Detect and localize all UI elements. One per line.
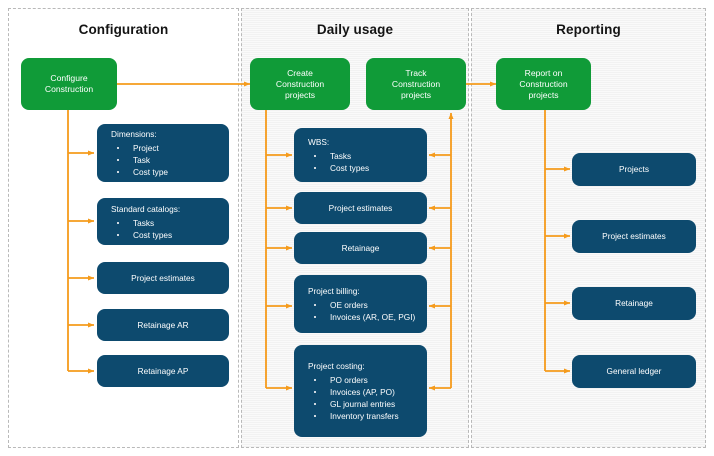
column-title-reporting: Reporting <box>556 22 621 37</box>
bullet: PO orders <box>308 374 399 386</box>
bullet: Cost type <box>111 166 168 178</box>
report-item-label: Retainage <box>615 298 653 308</box>
report-item-project-estimates[interactable]: Project estimates <box>572 220 696 253</box>
config-item-standard-catalogs[interactable]: Standard catalogs: Tasks Cost types <box>97 198 229 245</box>
config-item-bullets: Project Task Cost type <box>111 142 168 178</box>
daily-item-label: Project billing: <box>308 286 360 296</box>
process-node-label: Create Construction projects <box>275 67 325 100</box>
bullet: OE orders <box>308 299 415 311</box>
config-item-dimensions[interactable]: Dimensions: Project Task Cost type <box>97 124 229 182</box>
config-item-label: Standard catalogs: <box>111 203 181 214</box>
daily-item-label: Project estimates <box>328 202 393 213</box>
bullet: Cost types <box>308 162 369 174</box>
daily-item-project-costing[interactable]: Project costing: PO orders Invoices (AP,… <box>294 345 427 437</box>
bullet: Invoices (AR, OE, PGI) <box>308 311 415 323</box>
report-item-label: Project estimates <box>602 231 666 241</box>
config-item-retainage-ar[interactable]: Retainage AR <box>97 309 229 341</box>
report-item-label: Projects <box>619 164 649 174</box>
bullet: Project <box>111 142 168 154</box>
daily-item-bullets: Tasks Cost types <box>308 150 369 174</box>
bullet: Task <box>111 154 168 166</box>
column-title-configuration: Configuration <box>78 22 169 37</box>
config-item-label: Retainage AP <box>137 365 189 376</box>
process-node-label: Track Construction projects <box>391 67 441 100</box>
bullet: GL journal entries <box>308 398 399 410</box>
process-node-track-construction-projects[interactable]: Track Construction projects <box>366 58 466 110</box>
daily-item-label: Project costing: <box>308 361 365 371</box>
daily-item-project-billing[interactable]: Project billing: OE orders Invoices (AR,… <box>294 275 427 333</box>
column-title-daily-usage: Daily usage <box>316 22 394 37</box>
process-node-label: Report on Construction projects <box>519 67 568 100</box>
report-item-projects[interactable]: Projects <box>572 153 696 186</box>
daily-item-bullets: PO orders Invoices (AP, PO) GL journal e… <box>308 374 399 422</box>
daily-item-bullets: OE orders Invoices (AR, OE, PGI) <box>308 299 415 323</box>
report-item-retainage[interactable]: Retainage <box>572 287 696 320</box>
config-item-bullets: Tasks Cost types <box>111 217 180 241</box>
report-item-label: General ledger <box>606 366 662 376</box>
bullet: Tasks <box>111 217 180 229</box>
process-node-configure-construction[interactable]: Configure Construction <box>21 58 117 110</box>
daily-item-project-estimates[interactable]: Project estimates <box>294 192 427 224</box>
process-node-create-construction-projects[interactable]: Create Construction projects <box>250 58 350 110</box>
config-item-label: Retainage AR <box>137 319 189 330</box>
config-item-retainage-ap[interactable]: Retainage AP <box>97 355 229 387</box>
bullet: Tasks <box>308 150 369 162</box>
bullet: Inventory transfers <box>308 410 399 422</box>
report-item-general-ledger[interactable]: General ledger <box>572 355 696 388</box>
bullet: Cost types <box>111 229 180 241</box>
process-node-report-on-construction-projects[interactable]: Report on Construction projects <box>496 58 591 110</box>
daily-item-label: WBS: <box>308 137 330 147</box>
daily-item-retainage[interactable]: Retainage <box>294 232 427 264</box>
config-item-project-estimates[interactable]: Project estimates <box>97 262 229 294</box>
daily-item-label: Retainage <box>341 242 380 253</box>
config-item-label: Project estimates <box>131 272 195 283</box>
process-node-label: Configure Construction <box>44 73 94 94</box>
config-item-label: Dimensions: <box>111 129 157 139</box>
daily-item-wbs[interactable]: WBS: Tasks Cost types <box>294 128 427 182</box>
bullet: Invoices (AP, PO) <box>308 386 399 398</box>
